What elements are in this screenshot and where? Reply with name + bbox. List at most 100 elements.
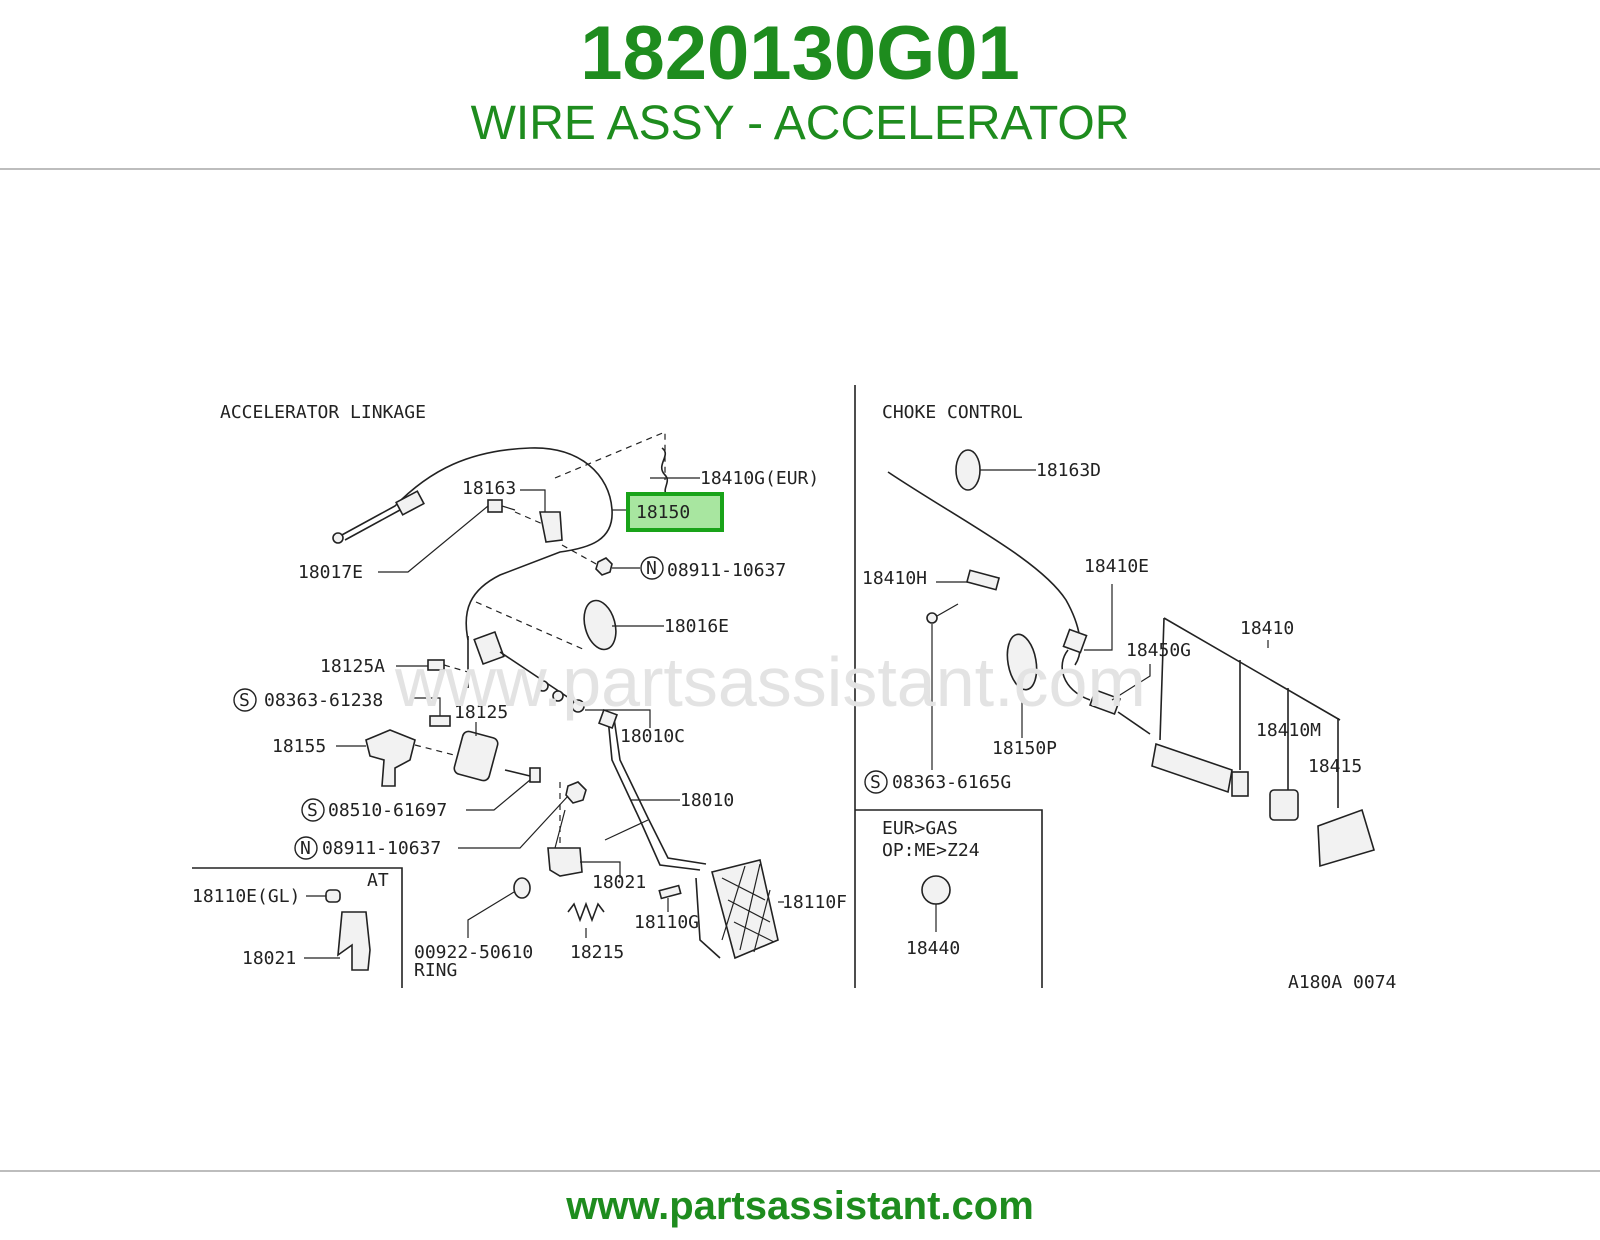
- label-18410h: 18410H: [862, 568, 927, 589]
- leader-18450g: [1111, 664, 1151, 701]
- choke-cable-loop: [1061, 649, 1091, 701]
- plug-18440: [921, 875, 951, 905]
- part-name-subtitle: WIRE ASSY - ACCELERATOR: [470, 97, 1130, 150]
- bracket-18021: [547, 847, 583, 877]
- label-18010: 18010: [680, 790, 734, 811]
- spring-18215: [567, 901, 605, 923]
- screw-08363-6165g: [926, 612, 938, 624]
- label-ring: RING: [414, 960, 457, 981]
- ring-00922: [513, 877, 531, 899]
- label-s1: 08363-61238: [264, 690, 383, 711]
- leader-ring: [467, 891, 515, 938]
- leader-n2: [458, 795, 569, 849]
- bushing-18010c: [598, 709, 618, 729]
- leader-18017e: [378, 505, 489, 573]
- label-s2: 08510-61697: [328, 800, 447, 821]
- leader-18163: [520, 489, 546, 512]
- label-n2: 08911-10637: [322, 838, 441, 859]
- label-18410m: 18410M: [1256, 720, 1321, 741]
- label-18163: 18163: [462, 478, 516, 499]
- clip-18016e: [583, 599, 617, 651]
- s-marker-1-letter: S: [239, 690, 250, 711]
- knob-collar: [1231, 771, 1249, 797]
- label-18021: 18021: [592, 872, 646, 893]
- label-18110f: 18110F: [782, 892, 847, 913]
- pedal-bracket-18110g: [695, 877, 721, 959]
- bolt-head-08510: [529, 767, 541, 783]
- label-18215: 18215: [570, 942, 624, 963]
- label-18150p: 18150P: [992, 738, 1057, 759]
- section-choke-control: CHOKE CONTROL: [882, 402, 1023, 423]
- label-18010c: 18010C: [620, 726, 685, 747]
- cable-end-ball: [332, 532, 344, 544]
- section-eur-gas-op: OP:ME>Z24: [882, 840, 980, 861]
- label-18017e: 18017E: [298, 562, 363, 583]
- fitting-18450g: [1089, 689, 1121, 715]
- label-18450g: 18450G: [1126, 640, 1191, 661]
- label-ring-pn: 00922-50610: [414, 942, 533, 963]
- ring-nut-18410m: [1269, 789, 1299, 821]
- footer-url[interactable]: www.partsassistant.com: [566, 1184, 1034, 1228]
- section-accelerator-linkage: ACCELERATOR LINKAGE: [220, 402, 426, 423]
- page-header: 1820130G01 WIRE ASSY - ACCELERATOR: [0, 0, 1600, 170]
- stopper-18110e: [325, 889, 341, 903]
- screw-shank: [936, 603, 959, 617]
- s-marker-1: [233, 688, 257, 712]
- label-18125: 18125: [454, 702, 508, 723]
- nut-08911-upper: [595, 557, 613, 576]
- bolt-shank-18017e: [501, 505, 516, 511]
- s-marker-2: [301, 798, 325, 822]
- knob-body-18410: [1151, 742, 1233, 794]
- cable-bead-3: [571, 699, 585, 713]
- pedal-arm-18010: [607, 717, 701, 871]
- nut-08911-lower: [565, 781, 587, 804]
- s-marker-2-letter: S: [307, 800, 318, 821]
- label-18155: 18155: [272, 736, 326, 757]
- clip-18410g: [660, 447, 669, 497]
- dashed-leader-18410g: [554, 431, 666, 480]
- dash-18016e: [475, 601, 586, 651]
- part-number-title: 1820130G01: [580, 11, 1020, 96]
- assembly-leader-18410: [1163, 617, 1341, 721]
- clip-18163d: [955, 449, 981, 491]
- label-18163d: 18163D: [1036, 460, 1101, 481]
- at-box-border: [192, 867, 403, 988]
- n-marker-2: [294, 836, 318, 860]
- accelerator-wire-cable: [339, 447, 613, 641]
- n-marker-1: [640, 556, 664, 580]
- choke-rod: [1117, 711, 1151, 735]
- section-at: AT: [367, 870, 389, 891]
- label-18410g: 18410G(EUR): [700, 468, 819, 489]
- highlight-18150[interactable]: [626, 492, 724, 532]
- dash-18125a: [443, 664, 469, 673]
- footer-divider: [0, 1170, 1600, 1172]
- bolt-18017e: [487, 499, 503, 513]
- s-marker-3: [864, 770, 888, 794]
- label-18016e: 18016E: [664, 616, 729, 637]
- leader-18410e: [1084, 584, 1113, 651]
- clip-18150p: [1006, 633, 1038, 691]
- s-marker-3-letter: S: [870, 772, 881, 793]
- label-18021-at: 18021: [242, 948, 296, 969]
- label-18150[interactable]: 18150: [636, 502, 690, 523]
- label-18110g: 18110G: [634, 912, 699, 933]
- cable-end: [344, 509, 401, 541]
- dash-18017e: [514, 511, 546, 526]
- pedal-arm-18010-b: [613, 717, 707, 865]
- n-marker-1-letter: N: [646, 558, 657, 579]
- label-18415: 18415: [1308, 756, 1362, 777]
- knob-18415: [1317, 808, 1375, 868]
- leader-s2: [466, 779, 531, 811]
- n-marker-2-letter: N: [300, 838, 311, 859]
- pedal-pad-texture: [721, 863, 775, 953]
- bracket-18155: [365, 729, 416, 787]
- leader-18021: [580, 861, 621, 878]
- bolt-08510: [504, 769, 531, 777]
- label-n1: 08911-10637: [667, 560, 786, 581]
- label-s3: 08363-6165G: [892, 772, 1011, 793]
- bracket-18163: [539, 511, 563, 543]
- cable-stopper: [473, 630, 505, 666]
- eur-gas-box-border: [855, 809, 1043, 988]
- dash-nut-upper: [561, 544, 599, 566]
- label-18125a: 18125A: [320, 656, 385, 677]
